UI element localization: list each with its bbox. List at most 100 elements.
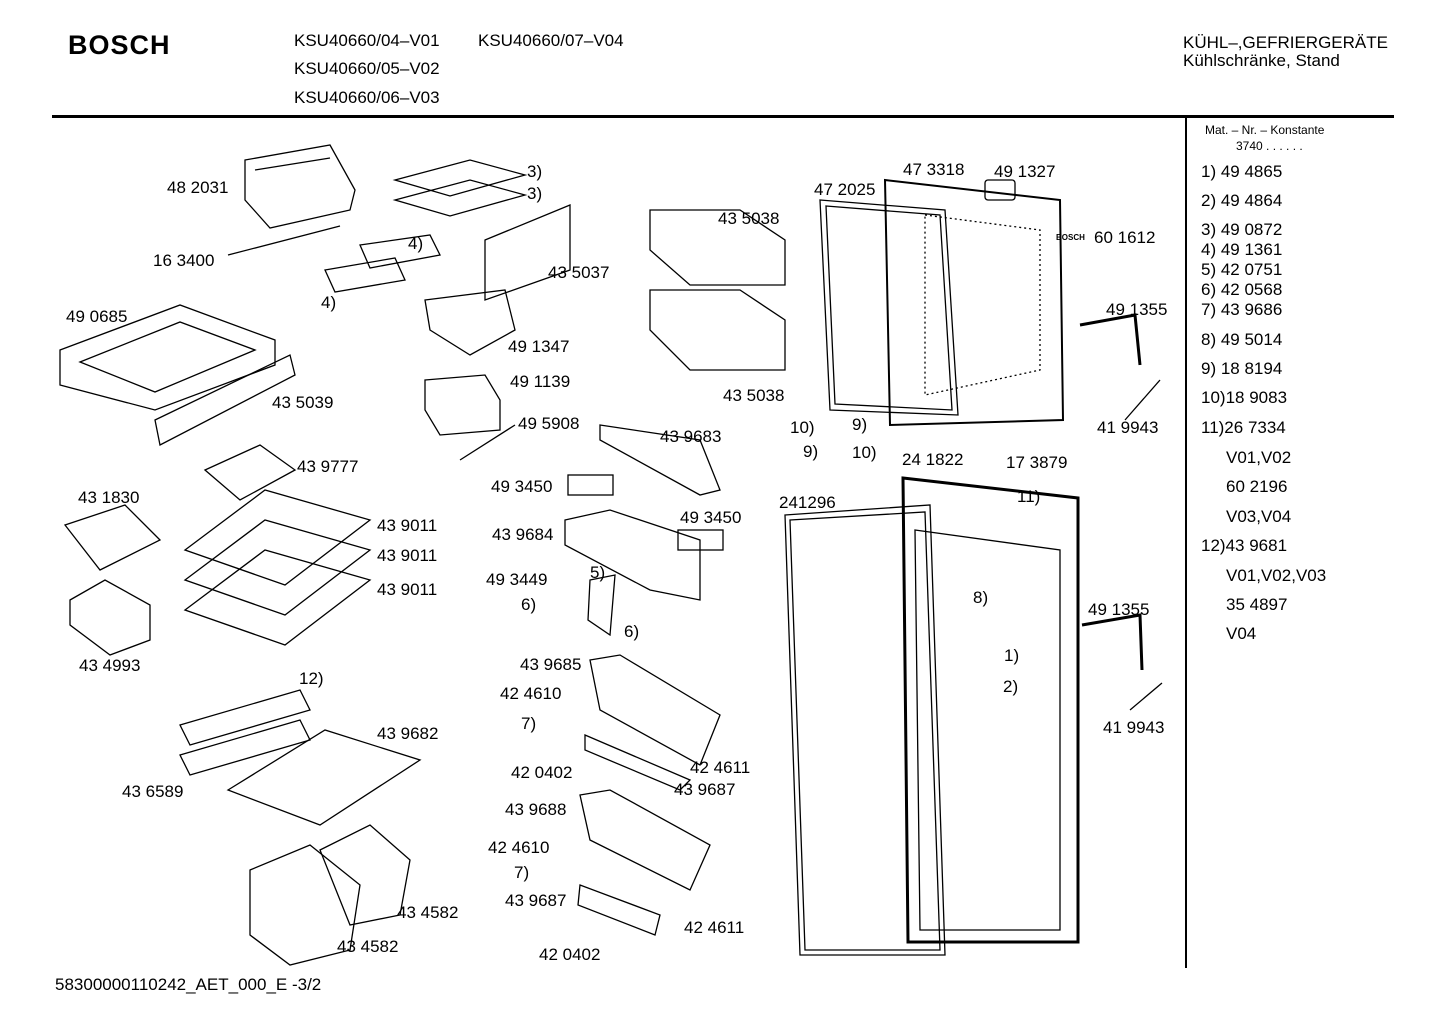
fruit-box [249,844,361,966]
part-label: 241296 [779,493,836,512]
part-label: 12) [299,669,324,688]
bin-front-2 [577,884,661,936]
part-label: 43 4582 [397,903,459,922]
part-label: 10) [852,443,877,462]
cover-panel [484,204,571,301]
model-code: KSU40660/04–V01 [294,31,440,50]
header-divider [52,115,1394,118]
part-label: 47 2025 [814,180,876,199]
legend-item: 11)26 7334 [1201,418,1286,437]
part-label: 49 1355 [1088,600,1150,619]
egg-shelf [564,509,701,601]
part-label: 49 3450 [680,508,742,527]
wire-grids [392,159,528,217]
part-label: 47 3318 [903,160,965,179]
part-label: 42 4610 [488,838,550,857]
ice-trays [324,234,441,293]
part-label: 8) [973,588,989,607]
legend-item: V01,V02 [1226,448,1292,467]
part-label: 2) [1003,677,1019,696]
flap [587,574,616,637]
part-label: 43 9777 [297,457,359,476]
part-label: 11) [1017,487,1041,506]
door-handle-lower [1081,613,1144,671]
door-bin-2 [579,789,711,891]
part-label: 9) [803,442,819,461]
legend-item: V04 [1226,624,1257,643]
legend-item: V01,V02,V03 [1226,566,1327,585]
part-label: 6) [521,595,537,614]
flap-panel [154,354,296,446]
leader-line [1124,379,1161,421]
door-bins-upper [649,209,786,371]
bottle-shelf [599,424,721,496]
part-label: 43 5037 [548,263,610,282]
legend-item: 12)43 9681 [1201,536,1288,555]
bin-front [584,734,692,791]
part-label: 49 1355 [1106,300,1168,319]
part-label: 42 0402 [511,763,573,782]
part-label: 49 5908 [518,414,580,433]
handle-part [984,179,1016,201]
part-label: 43 9687 [674,780,736,799]
category-subtitle: Kühlschränke, Stand [1183,51,1340,70]
vent-strip [179,689,311,746]
part-label: 43 9011 [377,546,438,565]
ice-tray-cover [244,144,356,229]
legend-subtitle: 3740 . . . . . . [1236,139,1303,153]
legend-item: 35 4897 [1226,595,1288,614]
part-label: 49 1139 [510,372,571,391]
fridge-door [901,476,1080,944]
model-code: KSU40660/05–V02 [294,59,440,78]
part-label: 4) [408,234,424,253]
part-label: 43 9687 [505,891,567,910]
part-label: 49 3449 [486,570,548,589]
legend-item: 8) 49 5014 [1201,330,1283,349]
part-label: 5) [590,563,606,582]
part-label: 4) [321,293,337,312]
crisper-box [69,579,151,656]
part-label: 42 4611 [690,758,751,777]
part-label: 43 4582 [337,937,399,956]
model-code: KSU40660/06–V03 [294,88,440,107]
part-label: 7) [514,863,530,882]
part-label: 1) [1004,646,1020,665]
model-code: KSU40660/07–V04 [478,31,624,50]
rod-part [227,225,341,256]
part-label: 42 0402 [539,945,601,964]
bracket [459,424,516,461]
part-label: 3) [527,162,543,181]
door-logo: BOSCH [1056,233,1085,242]
part-label: 43 9685 [520,655,582,674]
part-label: 9) [852,415,868,434]
part-label: 43 5039 [272,393,334,412]
legend-item: 3) 49 0872 [1201,220,1283,239]
glass-shelf [183,489,372,586]
legend-item: 10)18 9083 [1201,388,1288,407]
part-label: 41 9943 [1103,718,1165,737]
cover-plate [63,504,162,571]
category-title: KÜHL–,GEFRIERGERÄTE [1183,33,1388,52]
leader-line [1129,682,1163,711]
freezer-door [883,178,1065,427]
bosch-logo: BOSCH [68,30,171,60]
part-label: 42 4611 [684,918,745,937]
footer-doc-id: 58300000110242_AET_000_E -3/2 [55,975,322,994]
part-label: 24 1822 [902,450,964,469]
part-label: 43 1830 [78,488,140,507]
freezer-drawer [59,304,276,411]
legend-item: 5) 42 0751 [1201,260,1283,279]
part-label: 49 1327 [994,162,1056,181]
part-label: 43 9011 [377,580,438,599]
part-label: 41 9943 [1097,418,1159,437]
glass-plate [226,729,422,826]
legend-item: 9) 18 8194 [1201,359,1283,378]
part-label: 43 9682 [377,724,439,743]
legend-item: 1) 49 4865 [1201,162,1283,181]
egg-tray [567,474,614,496]
part-label: 43 5038 [723,386,785,405]
part-label: 7) [521,714,537,733]
part-label: 3) [527,184,543,203]
